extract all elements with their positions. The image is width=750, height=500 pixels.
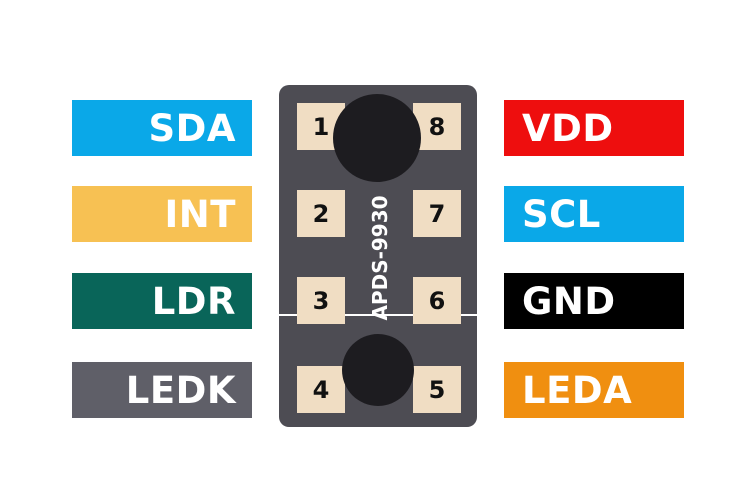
pin-number: 7 [428,199,446,228]
pin-number: 8 [428,112,446,141]
pin-number: 5 [428,375,446,404]
pin-label-sda: SDA [72,100,252,156]
chip-name: APDS-9930 [368,195,392,321]
pin-pad-8: 8 [413,103,461,150]
pin-number: 3 [312,286,330,315]
pin-label-leda: LEDA [504,362,684,418]
pin-pad-6: 6 [413,277,461,324]
pin-label-text: LEDA [522,368,633,412]
pin-label-scl: SCL [504,186,684,242]
pin-pad-5: 5 [413,366,461,413]
pin-label-text: SDA [148,106,236,150]
sensor-window-top [333,94,421,182]
pin-number: 1 [312,112,330,141]
chip-divider [279,314,477,316]
pin-pad-3: 3 [297,277,345,324]
pin-label-vdd: VDD [504,100,684,156]
pin-label-ledk: LEDK [72,362,252,418]
pin-number: 2 [312,199,330,228]
pin-label-text: GND [522,279,616,323]
pin-label-text: SCL [522,192,601,236]
sensor-window-bottom [342,334,414,406]
pin-number: 4 [312,375,330,404]
pin-number: 6 [428,286,446,315]
pin-label-text: LDR [151,279,236,323]
pin-label-int: INT [72,186,252,242]
pin-label-text: LEDK [125,368,236,412]
pin-pad-7: 7 [413,190,461,237]
pin-pad-4: 4 [297,366,345,413]
pin-pad-2: 2 [297,190,345,237]
pin-label-ldr: LDR [72,273,252,329]
pin-label-text: VDD [522,106,614,150]
pin-label-text: INT [164,192,236,236]
pin-label-gnd: GND [504,273,684,329]
